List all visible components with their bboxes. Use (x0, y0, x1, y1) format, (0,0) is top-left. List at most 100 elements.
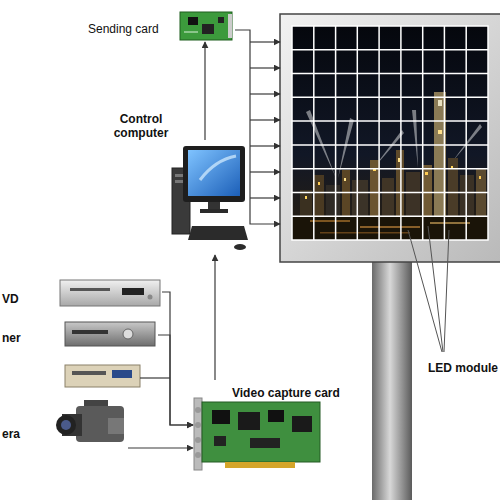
connector-line (158, 335, 193, 425)
capture-card-board-part (225, 462, 295, 468)
capture-card-board-part (292, 416, 312, 432)
video-capture-card: Video capture card (193, 380, 343, 472)
capture-card-board-part (195, 407, 201, 413)
leader-lines-part (428, 226, 443, 352)
dvd-player-part (60, 280, 160, 306)
city-buildings-part (326, 185, 340, 220)
sending-card-board (180, 12, 232, 40)
leader-lines (408, 226, 449, 352)
sending-card-board-part (180, 12, 232, 40)
capture-card-board-part (194, 398, 202, 470)
sending-card-board-part (184, 32, 198, 33)
capture-card-board-part (212, 410, 230, 424)
led-screen-part (292, 26, 488, 240)
capture-card-board-part (195, 437, 201, 443)
city-buildings-part (406, 172, 420, 220)
connector-line (204, 42, 205, 140)
city-buildings-part (292, 216, 488, 240)
tuner-part (65, 322, 155, 346)
city-buildings-part (438, 100, 442, 106)
led-screen (280, 14, 500, 262)
connector-branch (250, 197, 280, 198)
city-buildings-part (344, 178, 346, 181)
vcr-part (72, 371, 106, 375)
vcr-part (112, 370, 132, 378)
camcorder-part (61, 420, 71, 430)
capture-card-board (194, 398, 320, 470)
city-buildings-part (320, 232, 410, 234)
dvd-player (60, 280, 160, 306)
connector-branch (250, 41, 280, 42)
searchlight-beams-part (452, 124, 482, 162)
city-buildings-part (305, 196, 307, 199)
city-buildings-part (314, 175, 324, 220)
connector-arrow (235, 30, 280, 224)
computer-part (200, 156, 236, 180)
connector-line (162, 292, 193, 425)
led-screen-part (280, 14, 500, 262)
city-buildings-part (425, 172, 428, 175)
capture-card-board-part (202, 402, 320, 462)
module-grid (292, 26, 488, 240)
connector-branch (250, 119, 280, 120)
computer-part (183, 146, 245, 202)
camcorder-part (108, 418, 124, 434)
node-label: VD (2, 292, 19, 306)
sending-card-board-part (202, 24, 214, 34)
node-label: ner (2, 331, 21, 345)
computer-part (188, 150, 240, 196)
computer (172, 146, 248, 250)
camcorder (56, 400, 124, 442)
connector-arrow (215, 255, 216, 380)
city-buildings-part (438, 130, 442, 134)
pole (372, 262, 412, 500)
node-label: LED module (428, 361, 498, 375)
capture-card-board-part (214, 436, 226, 446)
city-buildings-part (310, 220, 350, 222)
capture-card-board-part (268, 410, 284, 422)
capture-card-board-part (238, 412, 260, 430)
capture-card-board-part (195, 422, 201, 428)
computer-part (200, 209, 228, 213)
camcorder-part (76, 406, 124, 442)
vcr-part (65, 365, 140, 387)
city-buildings-part (448, 158, 458, 220)
searchlight-beams-part (412, 110, 418, 168)
leader-lines-part (408, 230, 442, 352)
sending-card-board-part (188, 17, 198, 25)
city-buildings-part (382, 178, 394, 220)
connector-branch (250, 93, 280, 94)
dvd-player-part (122, 288, 144, 295)
pole-part (372, 262, 412, 500)
tuner-part (123, 329, 133, 339)
capture-card-board-part (195, 452, 201, 458)
city-buildings-part (460, 175, 474, 220)
tuner: ner (0, 320, 158, 350)
sending-card-board-part (228, 14, 232, 38)
connector-branch (250, 171, 280, 172)
computer-part (234, 244, 246, 250)
tuner (65, 322, 155, 346)
camcorder: era (0, 398, 128, 462)
leader-lines-part (444, 230, 449, 352)
connector-branch (250, 67, 280, 68)
city-buildings-part (430, 222, 470, 224)
node-label: Video capture card (232, 386, 340, 400)
city-buildings-part (318, 182, 320, 185)
vcr (65, 365, 140, 387)
dvd-player-part (70, 288, 110, 291)
connector-arrow (205, 42, 206, 140)
connector-arrow (158, 335, 193, 425)
city-buildings-part (479, 176, 481, 179)
node-label: Sending card (88, 22, 159, 36)
connector-branch (250, 145, 280, 146)
city-buildings-part (360, 226, 420, 228)
sending-card-board-part (218, 17, 224, 23)
connector-line (214, 255, 215, 380)
connector-arrow (128, 448, 193, 449)
city-buildings (292, 92, 488, 240)
led-screen-part (292, 26, 488, 240)
connector-arrow (162, 292, 193, 425)
dvd-player: VD (0, 280, 162, 312)
